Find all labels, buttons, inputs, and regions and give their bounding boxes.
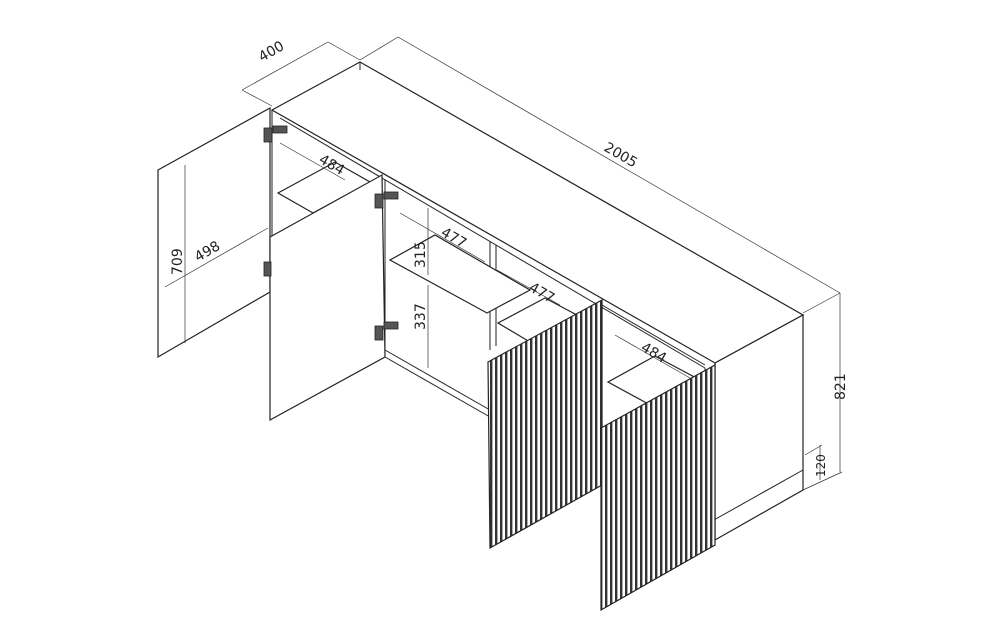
hinge-icon [263, 127, 273, 143]
hinge-icon [383, 191, 399, 200]
hinge-icon [374, 193, 384, 209]
door-left-open [157, 106, 271, 359]
hinge-icon [374, 325, 384, 341]
shelves [276, 161, 702, 407]
dimension-width: 2005 [601, 140, 640, 172]
dimension-door-height: 709 [170, 248, 186, 275]
shelf-middle [388, 234, 532, 314]
door-second-open [269, 173, 386, 422]
dimension-compartment-upper: 315 [413, 241, 429, 268]
door-fluted-right [600, 363, 716, 612]
hinge-icon [272, 125, 288, 134]
dimension-plinth: 120 [814, 454, 828, 477]
hinge-icon [263, 261, 272, 277]
dimension-lines [164, 36, 843, 491]
dimension-depth: 400 [256, 38, 287, 65]
dimension-height: 821 [833, 373, 849, 400]
dimension-compartment-lower: 337 [413, 303, 429, 330]
door-fluted-left [487, 298, 603, 550]
hinge-icon [383, 321, 399, 330]
